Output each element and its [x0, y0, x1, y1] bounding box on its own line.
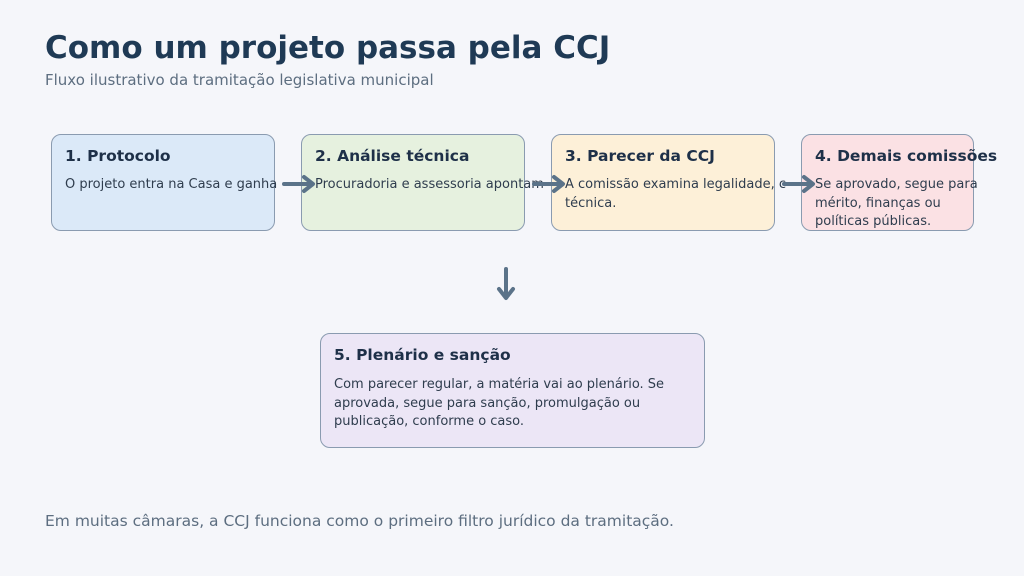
step-title: 3. Parecer da CCJ	[565, 147, 715, 165]
step-analise-tecnica-box: 2. Análise técnica Procuradoria e assess…	[301, 134, 544, 231]
down-arrow-icon	[497, 267, 515, 300]
step-description: O projeto entra na Casa e ganha	[65, 177, 278, 192]
right-arrow-icon	[282, 175, 315, 193]
step-parecer-ccj-box: 3. Parecer da CCJ A comissão examina leg…	[551, 134, 786, 231]
step-demais-comissoes-box: 4. Demais comissões Se aprovado, segue p…	[801, 134, 998, 231]
step-title: 2. Análise técnica	[315, 147, 470, 165]
step-protocolo-box: 1. Protocolo O projeto entra na Casa e g…	[51, 134, 278, 231]
step-description: Se aprovado, segue para mérito, finanças…	[815, 177, 978, 229]
step-title: 4. Demais comissões	[815, 147, 998, 165]
step-description: Procuradoria e assessoria apontam	[315, 177, 544, 192]
right-arrow-icon	[532, 175, 565, 193]
footer-note: Em muitas câmaras, a CCJ funciona como o…	[45, 512, 674, 530]
page-title: Como um projeto passa pela CCJ	[45, 30, 611, 66]
right-arrow-icon	[782, 175, 815, 193]
step-title: 5. Plenário e sanção	[334, 346, 511, 364]
step-title: 1. Protocolo	[65, 147, 171, 165]
step-description: Com parecer regular, a matéria vai ao pl…	[334, 377, 665, 429]
step-description: A comissão examina legalidade, c técnica…	[565, 177, 786, 211]
step-plenario-sancao-box: 5. Plenário e sanção Com parecer regular…	[320, 333, 705, 448]
page-subtitle: Fluxo ilustrativo da tramitação legislat…	[45, 71, 434, 89]
